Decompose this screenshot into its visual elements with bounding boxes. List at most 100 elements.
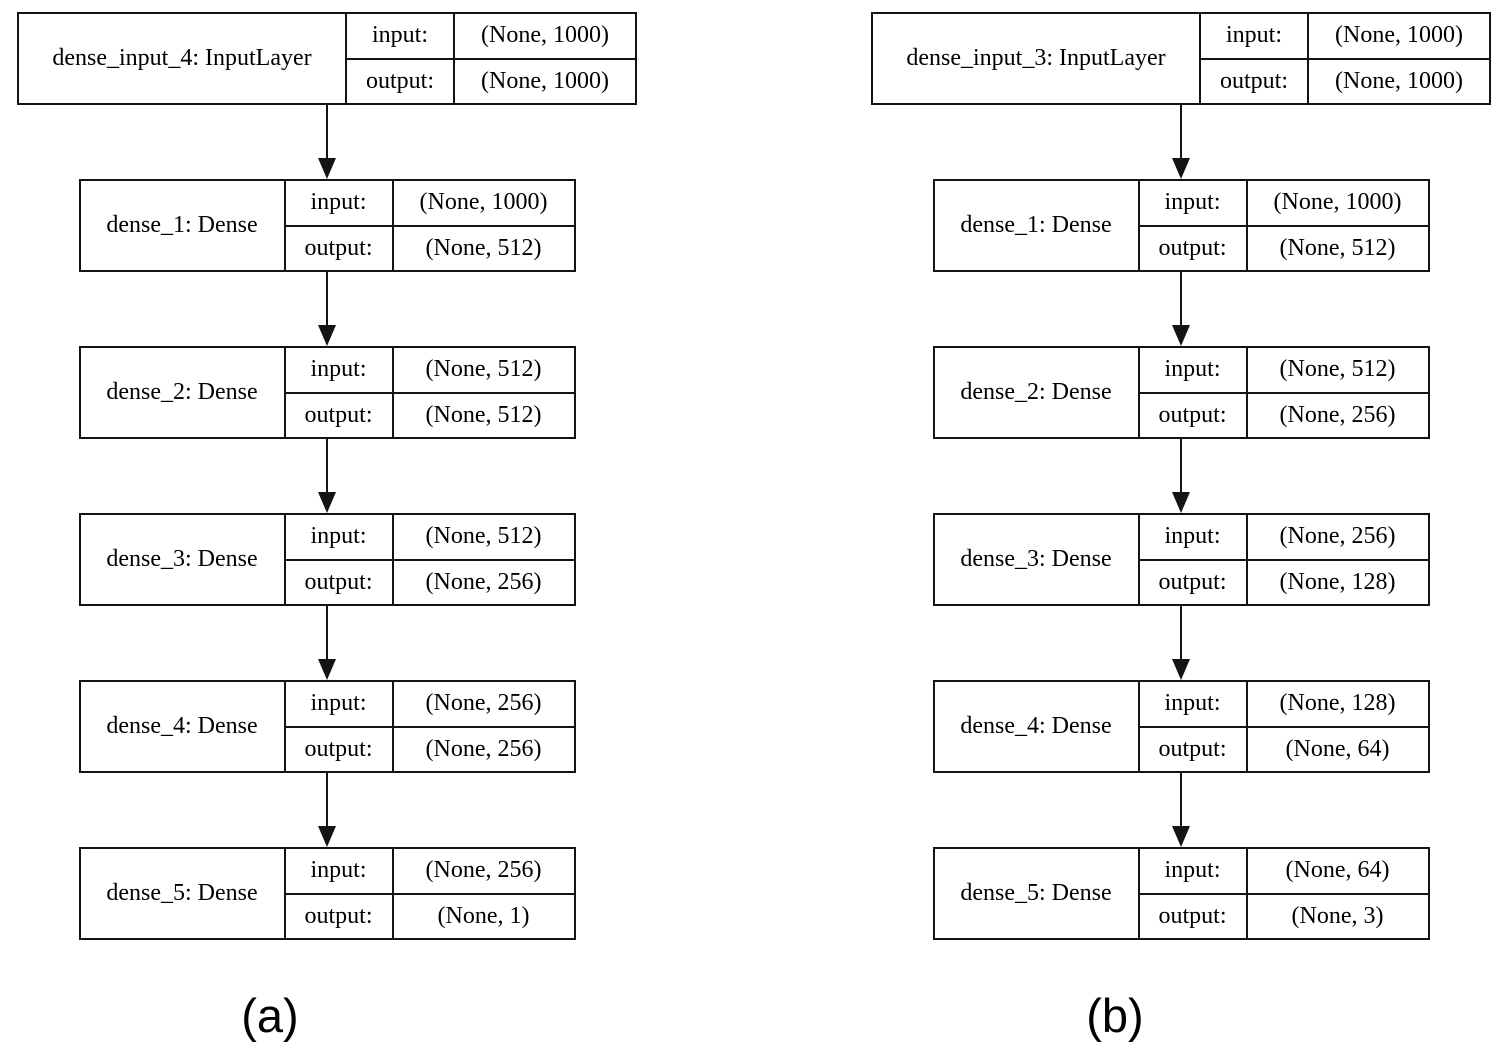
output-shape-value: (None, 3)	[1291, 902, 1384, 929]
io-row-output: output: (None, 1000)	[1201, 59, 1489, 103]
io-table: input: (None, 1000)output: (None, 1000)	[347, 14, 635, 103]
output-shape-value: (None, 256)	[1279, 401, 1396, 428]
input-shape-value: (None, 256)	[1279, 523, 1396, 550]
arrow-head-icon	[318, 659, 336, 680]
input-shape-value: (None, 512)	[425, 523, 542, 550]
io-table: input:(None, 256)output:(None, 256)	[285, 682, 574, 771]
output-label: output:	[286, 393, 394, 437]
input-shape-value: (None, 1000)	[1335, 22, 1463, 49]
io-row-input: input:(None, 256)	[1139, 515, 1428, 561]
layer-name: dense_3: Dense	[81, 515, 286, 604]
flow-arrow	[1172, 439, 1190, 513]
input-shape-value: (None, 1000)	[481, 22, 609, 49]
input-label: input:	[286, 849, 394, 893]
io-row-input: input: (None, 1000)	[285, 181, 574, 227]
arrow-stem	[1180, 606, 1182, 659]
output-shape-value: (None, 1000)	[1335, 67, 1463, 94]
input-shape-value: (None, 512)	[425, 356, 542, 383]
io-table: input: (None, 512) output:(None, 256)	[285, 515, 574, 604]
input-label: input:	[286, 515, 394, 559]
io-row-output: output: (None, 128)	[1140, 560, 1428, 604]
input-label: input:	[1201, 14, 1309, 58]
io-table: input:(None, 128)output:(None, 64)	[1139, 682, 1428, 771]
input-label: input:	[347, 14, 455, 58]
layer-name: dense_input_4: InputLayer	[19, 14, 347, 103]
figure-caption-b: (b)	[1086, 989, 1144, 1042]
flow-arrow	[318, 272, 336, 346]
arrow-head-icon	[1172, 492, 1190, 513]
output-shape-value: (None, 1)	[437, 902, 530, 929]
layer-name: dense_1: Dense	[935, 181, 1140, 270]
input-shape-value: (None, 128)	[1279, 690, 1396, 717]
input-shape-value: (None, 1000)	[419, 189, 548, 216]
flow-arrow	[1172, 606, 1190, 680]
flow-arrow	[318, 439, 336, 513]
arrow-stem	[1180, 272, 1182, 325]
layer-name: dense_1: Dense	[81, 181, 286, 270]
output-shape-value: (None, 512)	[425, 234, 542, 261]
layer-name: dense_3: Dense	[935, 515, 1140, 604]
arrow-stem	[1180, 439, 1182, 492]
arrow-head-icon	[1172, 659, 1190, 680]
output-label: output:	[1201, 59, 1309, 103]
arrow-head-icon	[318, 826, 336, 847]
io-row-input: input: (None, 1000)	[347, 14, 635, 60]
arrow-head-icon	[1172, 826, 1190, 847]
flow-arrow	[1172, 773, 1190, 847]
arrow-stem	[326, 272, 328, 325]
layer-name: dense_input_3: InputLayer	[873, 14, 1201, 103]
io-row-input: input:(None, 256)	[285, 682, 574, 728]
layer-name: dense_2: Dense	[81, 348, 286, 437]
input-shape-value: (None, 512)	[1279, 356, 1396, 383]
io-row-output: output:(None, 256)	[1140, 393, 1428, 437]
output-shape-value: (None, 128)	[1279, 568, 1396, 595]
output-shape-value: (None, 256)	[425, 735, 542, 762]
output-shape-value: (None, 64)	[1285, 735, 1390, 762]
io-row-input: input:(None, 128)	[1139, 682, 1428, 728]
io-row-output: output:(None, 256)	[286, 560, 574, 604]
arrow-stem	[326, 105, 328, 158]
io-table: input:(None, 256)output:(None, 1)	[285, 849, 574, 938]
input-label: input:	[286, 181, 394, 225]
input-label: input:	[1140, 181, 1248, 225]
layer-name: dense_4: Dense	[81, 682, 286, 771]
input-shape-value: (None, 64)	[1285, 857, 1390, 884]
flow-arrow	[1172, 105, 1190, 179]
io-row-output: output:(None, 512)	[286, 226, 574, 270]
flow-arrow	[318, 773, 336, 847]
output-shape-value: (None, 512)	[425, 401, 542, 428]
input-label: input:	[1140, 849, 1248, 893]
arrow-stem	[326, 773, 328, 826]
io-row-output: output:(None, 512)	[1140, 226, 1428, 270]
io-row-input: input:(None, 512)	[1139, 348, 1428, 394]
io-row-output: output:(None, 3)	[1140, 894, 1428, 938]
arrow-head-icon	[1172, 325, 1190, 346]
io-row-output: output: (None, 512)	[286, 393, 574, 437]
output-label: output:	[1140, 560, 1248, 604]
arrow-head-icon	[318, 158, 336, 179]
arrow-stem	[326, 606, 328, 659]
io-table: input:(None, 512)output:(None, 512)	[285, 348, 574, 437]
layer-name: dense_2: Dense	[935, 348, 1140, 437]
io-row-input: input: (None, 64)	[1139, 849, 1428, 895]
io-row-input: input:(None, 256)	[285, 849, 574, 895]
io-row-input: input: (None, 512)	[285, 515, 574, 561]
arrow-head-icon	[318, 325, 336, 346]
io-row-output: output:(None, 1)	[286, 894, 574, 938]
output-label: output:	[1140, 226, 1248, 270]
output-label: output:	[347, 59, 455, 103]
io-table: input: (None, 1000) output:(None, 512)	[285, 181, 574, 270]
io-row-input: input: (None, 1000)	[1201, 14, 1489, 60]
input-label: input:	[286, 682, 394, 726]
